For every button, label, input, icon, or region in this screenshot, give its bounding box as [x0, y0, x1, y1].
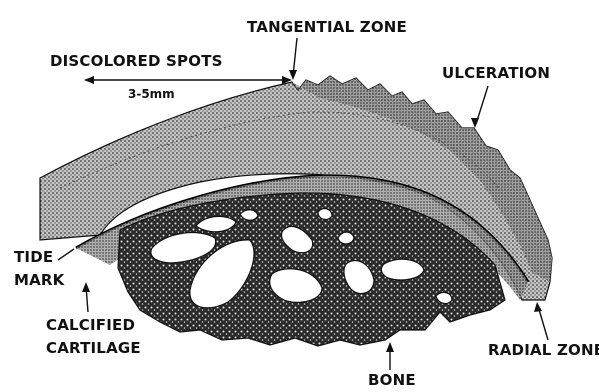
label-ulceration: ULCERATION: [442, 64, 550, 82]
label-discolored-spots: DISCOLORED SPOTS: [50, 52, 223, 70]
radial-zone-arrowhead: [534, 302, 542, 312]
marrow-space: [318, 209, 332, 220]
calcified-cartilage-arrowhead: [82, 282, 90, 292]
discolored-spots-arrowhead-left: [84, 76, 94, 84]
tide-mark-leader: [58, 249, 74, 260]
label-cartilage: CARTILAGE: [46, 339, 141, 357]
label-tide: TIDE: [14, 248, 53, 266]
ulceration-arrowhead: [471, 118, 479, 128]
tangential-zone-arrowhead: [289, 70, 297, 80]
label-bone: BONE: [368, 371, 416, 389]
bone-arrowhead: [386, 342, 394, 352]
label-measurement: 3-5mm: [128, 87, 175, 101]
label-tangential-zone: TANGENTIAL ZONE: [247, 18, 407, 36]
marrow-space: [338, 232, 354, 244]
label-mark: MARK: [14, 271, 66, 289]
label-radial-zone: RADIAL ZONE: [488, 341, 599, 359]
marrow-space: [381, 259, 424, 280]
label-calcified: CALCIFIED: [46, 316, 135, 334]
